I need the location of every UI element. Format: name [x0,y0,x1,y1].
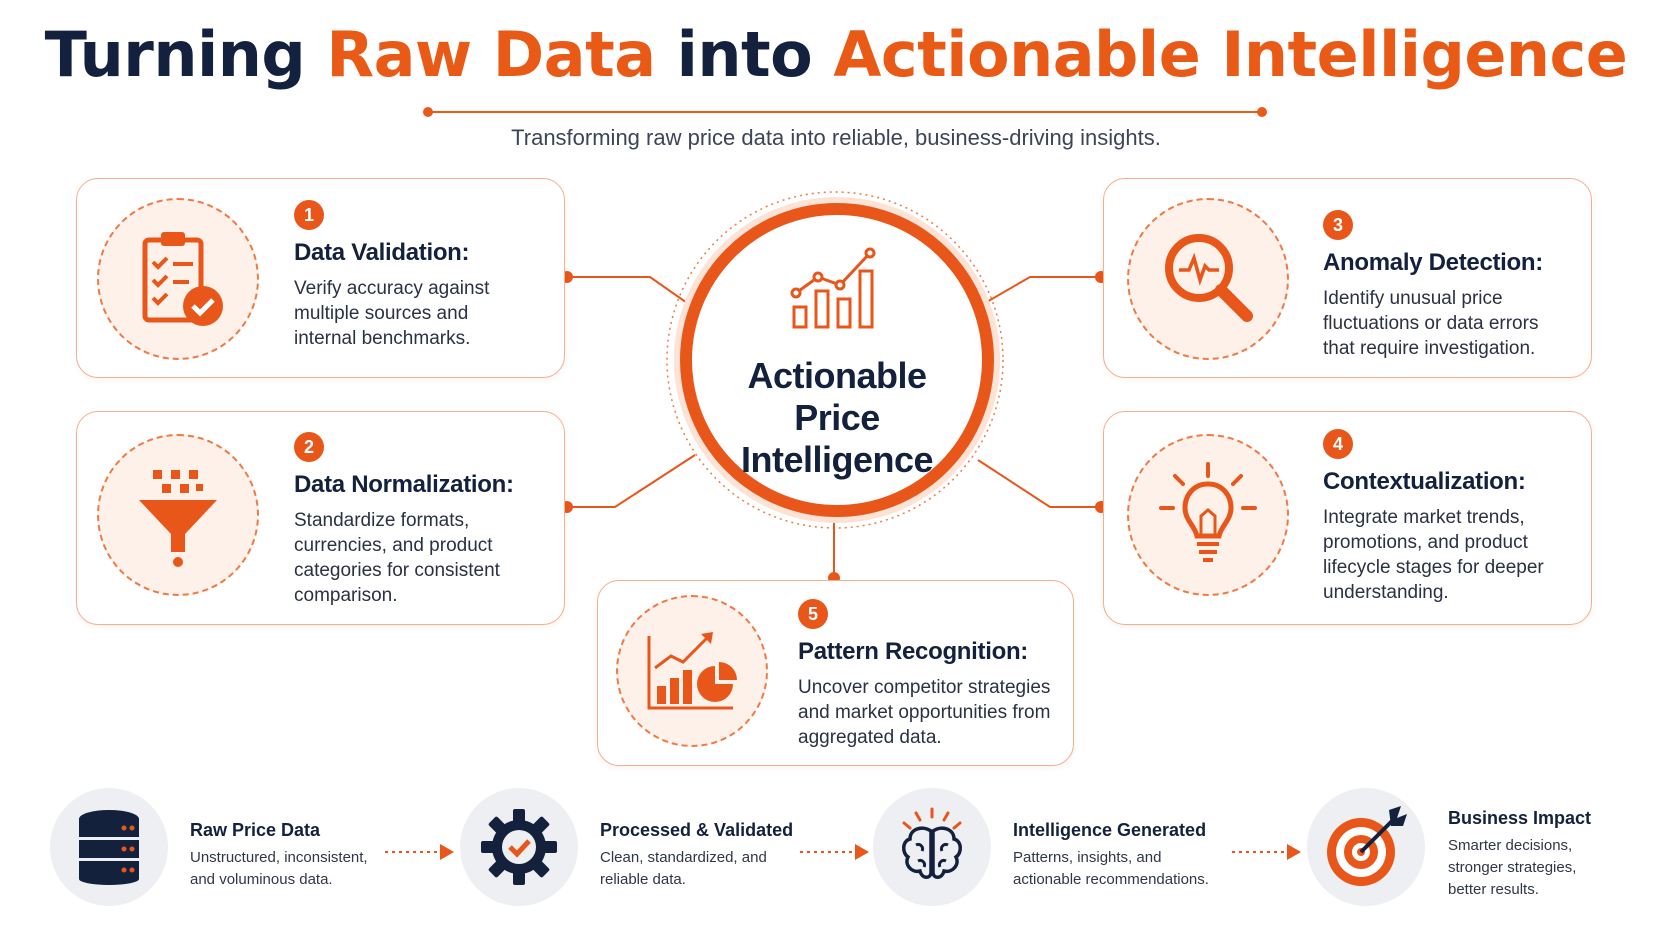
card-title: Contextualization: [1323,468,1526,495]
card-description: Standardize formats, currencies, and pro… [294,510,500,606]
flow-step-description: Patterns, insights, and actionable recom… [1013,849,1209,888]
growth-chart-icon [788,235,888,340]
hub-line-3: Intelligence [740,439,934,480]
card-description: Identify unusual price fluctuations or d… [1323,288,1539,359]
lightbulb-icon [1127,434,1289,596]
flow-step-description: Smarter decisions, stronger strategies, … [1448,837,1577,898]
target-icon [1307,788,1425,906]
analytics-chart-icon [616,595,768,747]
card-title: Anomaly Detection: [1323,249,1543,276]
card-title: Pattern Recognition: [798,638,1029,665]
flow-step-description: Unstructured, inconsistent, and volumino… [190,849,368,888]
card-anomaly-detection: 3 Anomaly Detection: Identify unusual pr… [1103,178,1592,378]
card-title: Data Normalization: [294,471,514,498]
gear-check-icon [460,788,578,906]
funnel-icon [97,434,259,596]
hub-line-2: Price [794,397,880,438]
step-number-badge: 3 [1323,210,1353,240]
page-title: Turning Raw Data into Actionable Intelli… [0,18,1672,91]
database-icon [50,788,168,906]
hub-line-1: Actionable [747,355,927,396]
card-contextualization: 4 Contextualization: Integrate market tr… [1103,411,1592,625]
title-part-2: Raw Data [326,18,656,91]
clipboard-check-icon [97,198,259,360]
title-part-3: into [655,18,834,91]
flow-step-title: Business Impact [1448,808,1592,828]
flow-step-title: Intelligence Generated [1013,820,1207,840]
card-data-validation: 1 Data Validation: Verify accuracy again… [76,178,565,378]
step-number-badge: 4 [1323,429,1353,459]
card-title: Data Validation: [294,239,470,266]
step-number-badge: 2 [294,432,324,462]
magnifier-pulse-icon [1127,198,1289,360]
hub-label: Actionable Price Intelligence [692,355,982,481]
flow-step-description: Clean, standardized, and reliable data. [600,849,767,888]
title-part-4: Actionable Intelligence [833,18,1628,91]
card-data-normalization: 2 Data Normalization: Standardize format… [76,411,565,625]
card-description: Verify accuracy against multiple sources… [294,278,490,349]
flow-step-title: Processed & Validated [600,820,794,840]
card-description: Uncover competitor strategies and market… [798,677,1051,748]
card-description: Integrate market trends, promotions, and… [1323,507,1544,603]
title-part-1: Turning [44,18,327,91]
brain-icon [873,788,991,906]
central-hub: Actionable Price Intelligence [680,203,994,517]
card-pattern-recognition: 5 Pattern Recognition: Uncover competito… [597,580,1074,766]
step-number-badge: 5 [798,599,828,629]
step-number-badge: 1 [294,200,324,230]
flow-step-title: Raw Price Data [190,820,321,840]
page-subtitle: Transforming raw price data into reliabl… [511,125,1161,150]
